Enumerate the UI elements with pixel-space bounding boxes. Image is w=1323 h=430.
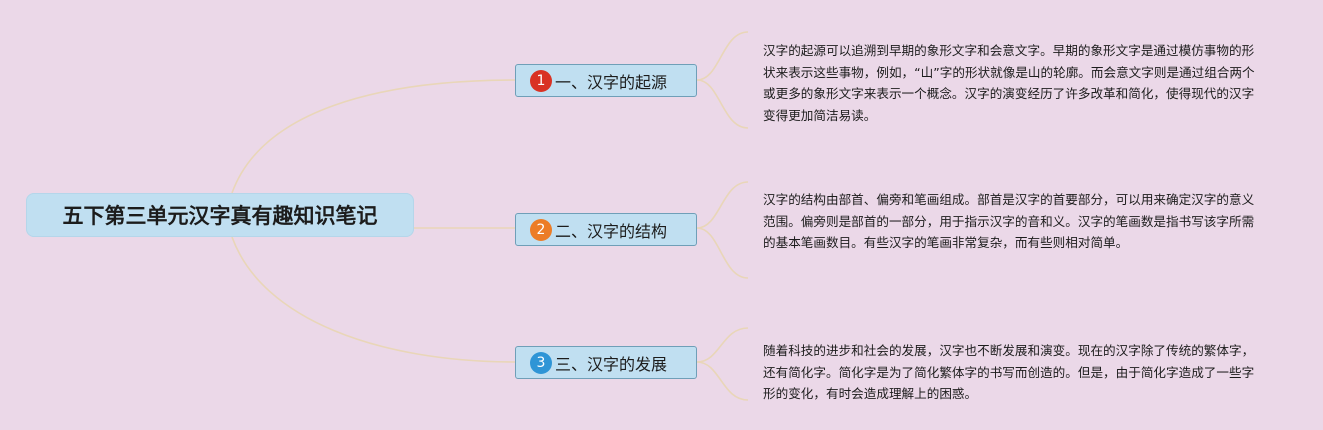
branch-structure-label: 二、汉字的结构 [555,221,668,241]
root-topic-title: 五下第三单元汉字真有趣知识笔记 [62,204,378,228]
number-3-icon: 3 [530,351,552,374]
connector-root-branch-1 [231,79,516,194]
branch-structure[interactable]: 2 二、汉字的结构 [515,213,697,246]
branch-development-label: 三、汉字的发展 [555,354,668,374]
connector-root-branch-3 [231,236,516,363]
number-2-icon: 2 [530,218,552,241]
connector-branch-2-note [696,181,749,279]
connector-branch-1-note [696,31,749,129]
connector-branch-3-note [696,327,749,401]
root-topic[interactable]: 五下第三单元汉字真有趣知识笔记 [26,193,414,237]
branch-origin-label: 一、汉字的起源 [555,72,668,92]
number-1-icon: 1 [530,69,552,92]
note-development: 随着科技的进步和社会的发展，汉字也不断发展和演变。现在的汉字除了传统的繁体字，还… [763,343,1255,401]
note-structure: 汉字的结构由部首、偏旁和笔画组成。部首是汉字的首要部分，可以用来确定汉字的意义范… [763,192,1255,250]
note-origin: 汉字的起源可以追溯到早期的象形文字和会意文字。早期的象形文字是通过模仿事物的形状… [763,43,1255,123]
branch-origin[interactable]: 1 一、汉字的起源 [515,64,697,97]
branch-development[interactable]: 3 三、汉字的发展 [515,346,697,379]
